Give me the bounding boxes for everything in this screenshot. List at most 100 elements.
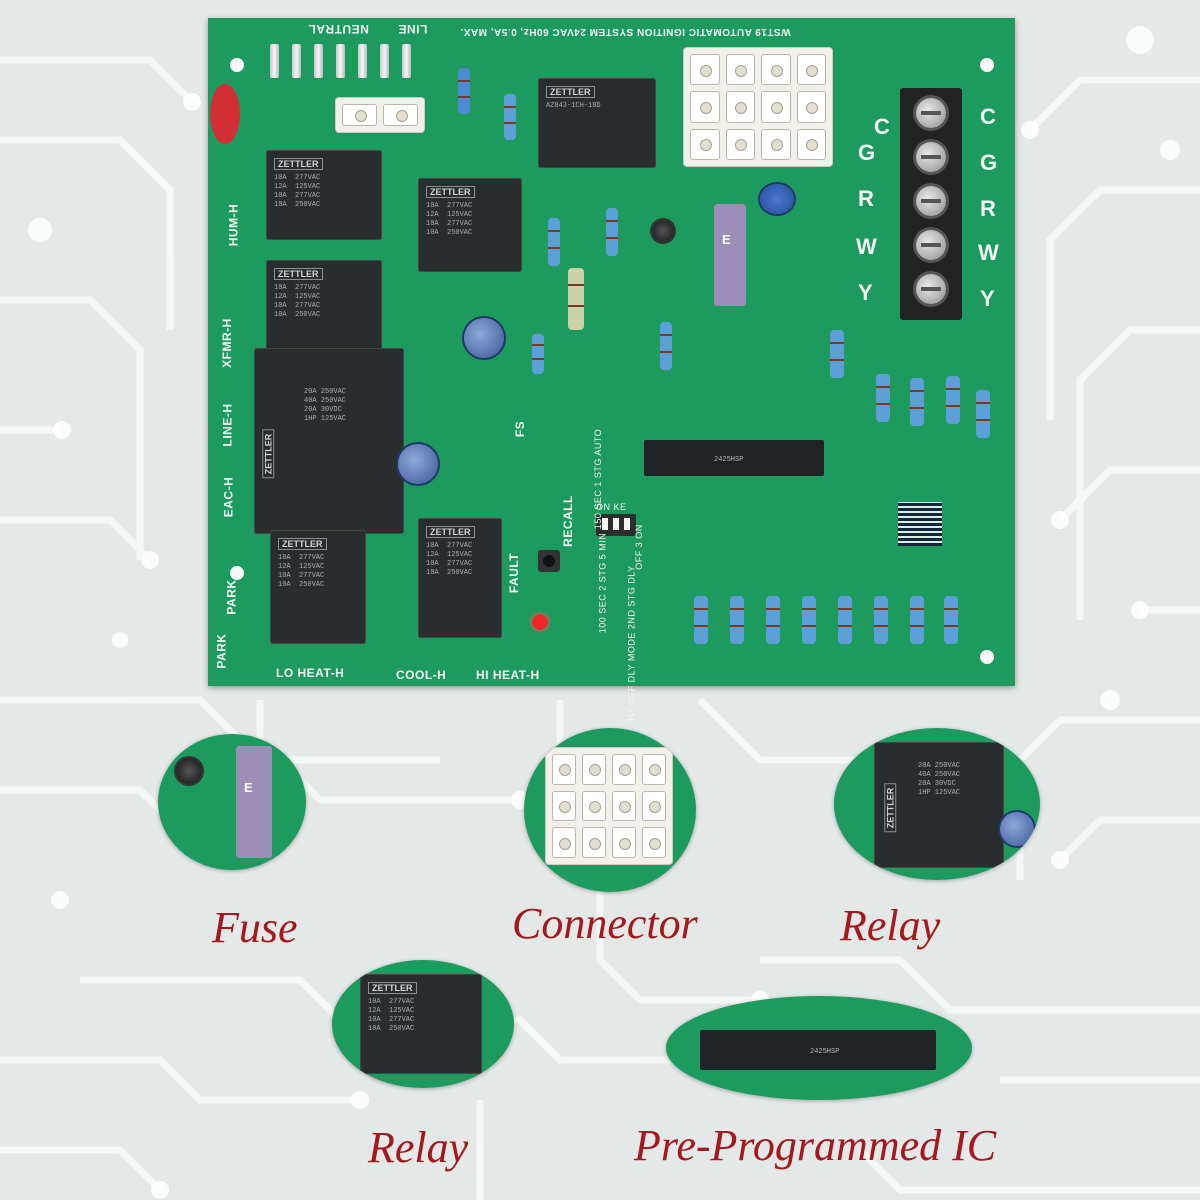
ic-marking: 2425HSP: [714, 456, 744, 464]
board-header-text: WST19 AUTOMATIC IGNITION SYSTEM 24VAC 60…: [460, 26, 791, 37]
caption-relay-large: Relay: [840, 901, 941, 950]
resistor: [876, 374, 890, 422]
xfmr-h-label: XFMR-H: [219, 318, 234, 368]
relay-k7: ZETTLER AZ843-1CH-18D: [538, 78, 656, 168]
terminal-screw: [916, 274, 946, 304]
header-pin: [314, 44, 323, 78]
connector-pin: [725, 54, 755, 86]
terminal-screw: [916, 98, 946, 128]
zoom-ic: 2425HSP: [666, 996, 972, 1100]
relay-k1: ZETTLER 10A 277VAC 12A 125VAC 10A 277VAC…: [266, 150, 382, 240]
fs-label: FS: [513, 420, 528, 438]
header-pin: [380, 44, 389, 78]
caption-relay-small: Relay: [368, 1123, 469, 1172]
connector-pin: [582, 790, 606, 822]
connector-pin: [761, 91, 791, 123]
connector-pin: [552, 827, 576, 858]
relay-k5: ZETTLER 10A 277VAC 12A 125VAC 10A 277VAC…: [418, 178, 522, 272]
electrolytic-capacitor: [398, 444, 438, 484]
resistor: [838, 596, 852, 644]
fault-led: [532, 614, 548, 630]
side-letter-g: G: [980, 150, 998, 175]
terminal-letter-c: C: [874, 114, 891, 139]
connector-pin: [582, 754, 606, 785]
relay-spec: 10A 277VAC 12A 125VAC 10A 277VAC 10A 250…: [426, 202, 473, 237]
fault-label: FAULT: [507, 552, 522, 594]
zoom-connector: [524, 728, 696, 892]
cool-label: COOL-H: [396, 668, 447, 682]
connector-pin: [642, 790, 666, 822]
park-label-2: PARK: [214, 633, 229, 669]
circuit-board: WST19 AUTOMATIC IGNITION SYSTEM 24VAC 60…: [208, 18, 1015, 721]
electrolytic-capacitor: [464, 318, 504, 358]
connector-pin: [582, 827, 606, 858]
dip-switch[interactable]: [596, 514, 636, 536]
header-pin: [358, 44, 367, 78]
connector-pin: [761, 128, 791, 160]
zoom-relay-small: ZETTLER 10A 277VAC 12A 125VAC 10A 277VAC…: [332, 960, 514, 1088]
off-on-label: OFF 3 ON: [633, 524, 644, 570]
side-letter-c: C: [980, 104, 997, 129]
dip-toggle[interactable]: [624, 518, 630, 530]
mounting-hole: [230, 58, 244, 72]
terminal-letter-r: R: [858, 186, 875, 211]
relay-k4-large: ZETTLER 20A 250VAC 40A 250VAC 20A 30VDC …: [874, 742, 1004, 868]
relay-spec: 10A 277VAC 12A 125VAC 10A 277VAC 10A 250…: [274, 284, 321, 319]
relay-model: AZ843-1CH-18D: [546, 102, 601, 110]
relay-brand: ZETTLER: [884, 783, 897, 833]
varistor: [210, 84, 240, 144]
connector-pin: [612, 827, 636, 858]
connector-pin: [642, 754, 666, 785]
terminal-letter-g: G: [858, 140, 876, 165]
caption-connector: Connector: [512, 899, 698, 948]
relay-spec: 10A 277VAC 12A 125VAC 10A 277VAC 10A 250…: [368, 998, 415, 1033]
side-letter-y: Y: [980, 286, 996, 311]
small-connector: [336, 98, 424, 132]
connector-pin: [552, 790, 576, 822]
side-letter-w: W: [978, 240, 1000, 265]
fuse: E: [236, 746, 272, 858]
resistor: [458, 68, 470, 114]
connector-pin: [342, 104, 377, 126]
small-capacitor: [176, 758, 202, 784]
header-pin: [336, 44, 345, 78]
connector-pin: [612, 754, 636, 785]
neutral-label: NEUTRAL: [308, 22, 369, 36]
resistor: [766, 596, 780, 644]
dip-toggle[interactable]: [602, 518, 608, 530]
dip-toggle[interactable]: [613, 518, 619, 530]
park-label: PARK: [224, 579, 239, 615]
connector-pin: [552, 754, 576, 785]
connector-pin: [690, 128, 720, 160]
relay-spec: 10A 277VAC 12A 125VAC 10A 277VAC 10A 250…: [274, 174, 321, 209]
fuse-label: E: [244, 780, 253, 795]
relay-spec: 10A 277VAC 12A 125VAC 10A 277VAC 10A 250…: [426, 542, 473, 577]
relay-k6: ZETTLER 10A 277VAC 12A 125VAC 10A 277VAC…: [266, 260, 382, 350]
mounting-hole: [980, 650, 994, 664]
lo-heat-label: LO HEAT-H: [276, 666, 345, 680]
resistor: [694, 596, 708, 644]
relay-brand: ZETTLER: [368, 982, 417, 994]
relay-k5: ZETTLER 10A 277VAC 12A 125VAC 10A 277VAC…: [360, 974, 482, 1074]
connector-pin: [690, 54, 720, 86]
zoom-fuse: E: [158, 734, 306, 870]
recall-button[interactable]: [538, 550, 560, 572]
main-connector: [684, 48, 832, 166]
caption-fuse: Fuse: [212, 903, 298, 952]
relay-k2: ZETTLER 10A 277VAC 12A 125VAC 10A 277VAC…: [418, 518, 502, 638]
relay-brand: ZETTLER: [274, 268, 323, 280]
resistor: [946, 376, 960, 424]
relay-k3: ZETTLER 10A 277VAC 12A 125VAC 10A 277VAC…: [270, 530, 366, 644]
relay-brand: ZETTLER: [546, 86, 595, 98]
terminal-screw: [916, 230, 946, 260]
connector-pin: [796, 91, 826, 123]
resistor: [874, 596, 888, 644]
connector-pin: [642, 827, 666, 858]
connector-pin: [761, 54, 791, 86]
relay-spec: 10A 277VAC 12A 125VAC 10A 277VAC 10A 250…: [278, 554, 325, 589]
relay-spec: 20A 250VAC 40A 250VAC 20A 30VDC 1HP 125V…: [918, 762, 961, 797]
resistor: [504, 94, 516, 140]
line-label: LINE: [398, 22, 428, 36]
side-letter-r: R: [980, 196, 997, 221]
relay-brand: ZETTLER: [426, 526, 475, 538]
